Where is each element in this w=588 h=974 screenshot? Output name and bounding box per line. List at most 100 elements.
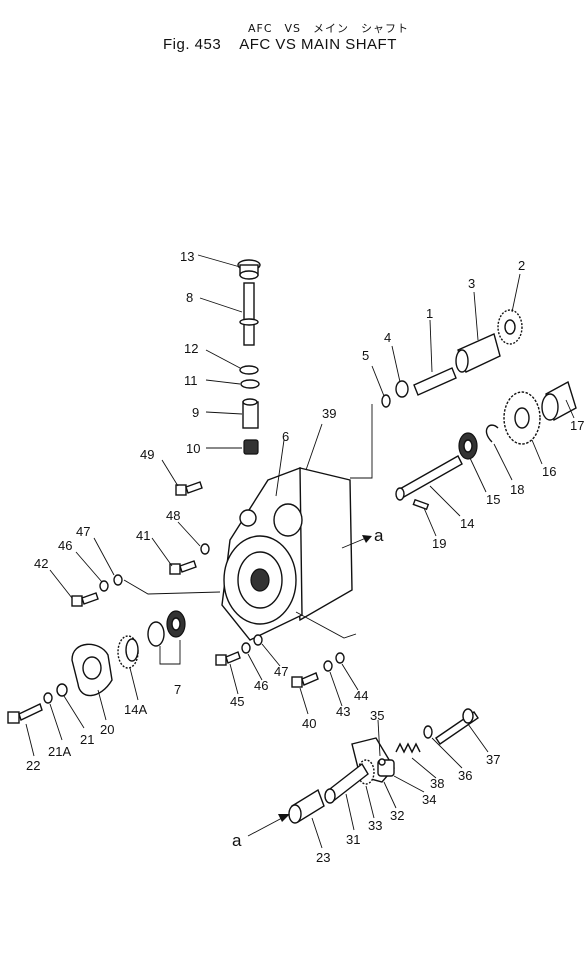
callout-34: 34	[422, 792, 436, 807]
part-46-washer-left	[99, 580, 109, 592]
part-14-shaft	[395, 455, 463, 501]
callout-14a: 14A	[124, 702, 147, 717]
part-49-bolt	[175, 481, 203, 496]
part-17-bushing	[541, 380, 577, 422]
figure-name: AFC VS MAIN SHAFT	[239, 36, 397, 53]
callout-40: 40	[302, 716, 316, 731]
part-31-shaft	[324, 762, 369, 804]
callout-15: 15	[486, 492, 500, 507]
callout-7: 7	[174, 682, 181, 697]
part-7-bearings	[147, 610, 186, 647]
part-12-ring	[239, 365, 259, 375]
part-18-snap-ring	[485, 424, 499, 443]
callout-42: 42	[34, 556, 48, 571]
callout-31: 31	[346, 832, 360, 847]
part-23-bushing	[288, 788, 325, 824]
callout-labels: 13 8 12 11 9 10 49 6 39 5 4 1 3 2 17 16 …	[26, 249, 584, 865]
part-41-bolt	[169, 560, 197, 575]
callout-47-left: 47	[76, 524, 90, 539]
callout-11: 11	[184, 373, 198, 388]
part-11-ring	[240, 379, 260, 389]
part-45-bolt	[215, 651, 241, 666]
callout-20: 20	[100, 722, 114, 737]
part-16-gear	[503, 391, 541, 445]
callout-38: 38	[430, 776, 444, 791]
part-46-washer-mid	[241, 642, 251, 654]
callout-44: 44	[354, 688, 368, 703]
callout-21: 21	[80, 732, 94, 747]
callout-46-mid: 46	[254, 678, 268, 693]
callout-14: 14	[460, 516, 474, 531]
part-15-bearing	[458, 432, 478, 460]
callout-2: 2	[518, 258, 525, 273]
arrow-label-upper: a	[374, 526, 384, 545]
callout-49: 49	[140, 447, 154, 462]
part-48-washer	[200, 543, 210, 555]
callout-23: 23	[316, 850, 330, 865]
leader-lines	[25, 254, 575, 849]
part-38-spring	[395, 742, 421, 754]
title-main: Fig. 453 AFC VS MAIN SHAFT	[163, 36, 397, 53]
arrow-a-upper	[341, 535, 372, 549]
part-9-sleeve	[242, 398, 259, 429]
part-44-washer	[335, 652, 345, 664]
part-47-washer-mid	[253, 634, 263, 646]
part-13-cap	[237, 259, 261, 280]
part-5-washer	[381, 394, 391, 408]
callout-46-left: 46	[58, 538, 72, 553]
callout-41: 41	[136, 528, 150, 543]
arrow-label-lower: a	[232, 831, 242, 850]
callout-8: 8	[186, 290, 193, 305]
callout-13: 13	[180, 249, 194, 264]
callout-33: 33	[368, 818, 382, 833]
callout-36: 36	[458, 768, 472, 783]
part-21-washer	[56, 683, 68, 697]
callout-22: 22	[26, 758, 40, 773]
part-19-key	[412, 498, 430, 511]
callout-47-mid: 47	[274, 664, 288, 679]
callout-21a: 21A	[48, 744, 71, 759]
callout-9: 9	[192, 405, 199, 420]
callout-12: 12	[184, 341, 198, 356]
callout-3: 3	[468, 276, 475, 291]
part-10-gear	[243, 439, 259, 455]
figure-number: Fig. 453	[163, 36, 222, 53]
figure-title: AFC VS メイン シャフト Fig. 453 AFC VS MAIN SHAF…	[0, 0, 588, 60]
part-37-pin	[435, 708, 479, 745]
part-1-pin	[413, 367, 457, 396]
part-36-washer	[423, 725, 433, 739]
callout-5: 5	[362, 348, 369, 363]
part-35-ball	[378, 758, 386, 766]
part-40-bolt	[291, 672, 319, 688]
callout-1: 1	[426, 306, 433, 321]
part-21a-washer	[43, 692, 53, 704]
part-42-bolt	[71, 592, 99, 607]
part-22-bolt	[7, 703, 43, 724]
part-43-washer	[323, 660, 333, 672]
title-japanese: AFC VS メイン シャフト	[248, 22, 410, 35]
part-2-gear	[497, 309, 523, 345]
part-3-bushing	[455, 333, 501, 373]
callout-4: 4	[384, 330, 391, 345]
callout-18: 18	[510, 482, 524, 497]
callout-35: 35	[370, 708, 384, 723]
callout-10: 10	[186, 441, 200, 456]
housing-assembly	[221, 466, 353, 641]
callout-48: 48	[166, 508, 180, 523]
part-8-rod	[239, 282, 259, 346]
part-14a-gear	[117, 635, 139, 669]
part-20-coupling	[71, 643, 113, 697]
callout-6: 6	[282, 429, 289, 444]
callout-32: 32	[390, 808, 404, 823]
callout-17: 17	[570, 418, 584, 433]
part-4-washer	[395, 380, 409, 398]
callout-43: 43	[336, 704, 350, 719]
callout-39: 39	[322, 406, 336, 421]
callout-16: 16	[542, 464, 556, 479]
callout-19: 19	[432, 536, 446, 551]
callout-45: 45	[230, 694, 244, 709]
arrow-a-lower	[247, 814, 290, 837]
part-47-washer-left	[113, 574, 123, 586]
callout-37: 37	[486, 752, 500, 767]
